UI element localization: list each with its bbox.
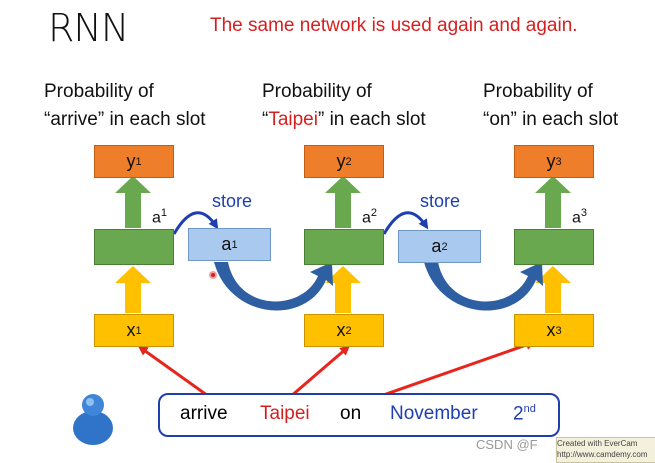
input-to-hidden-arrow-1 — [115, 266, 151, 313]
hidden-to-output-arrow-3 — [535, 176, 571, 228]
sentence-word-2nd: 2nd — [513, 403, 536, 425]
sentence-word-november: November — [390, 403, 478, 424]
prob-label-2-line1: Probability of — [262, 81, 372, 102]
prob-label-2: Probability of “Taipei” in each slot — [262, 78, 426, 134]
hidden-label-2: a2 — [362, 207, 378, 227]
prob-label-2-word: Taipei — [268, 109, 318, 130]
prob-label-1-line1: Probability of — [44, 81, 154, 102]
store-arrow-1 — [172, 211, 219, 235]
hidden-box-2 — [304, 229, 384, 265]
sentence-word-arrive: arrive — [180, 403, 228, 424]
hidden-label-3: a3 — [572, 207, 588, 227]
slide-subtitle: The same network is used again and again… — [210, 15, 578, 36]
prob-label-3: Probability of “on” in each slot — [483, 78, 618, 134]
sentence-word-taipei: Taipei — [260, 403, 310, 424]
prob-label-3-word: on — [489, 109, 511, 130]
store-arrow-2 — [382, 211, 429, 235]
hidden-to-output-arrow-2 — [325, 176, 361, 228]
prob-label-1: Probability of “arrive” in each slot — [44, 78, 206, 134]
evercam-stamp: Created with EverCam http://www.camdemy.… — [556, 437, 655, 463]
store-label-1: store — [212, 191, 253, 211]
memory-to-hidden-arrow-2 — [424, 262, 543, 311]
person-icon — [73, 394, 113, 445]
hidden-label-1: a1 — [152, 207, 168, 227]
input-to-hidden-arrow-2 — [325, 266, 361, 313]
input-to-hidden-arrow-3 — [535, 266, 571, 313]
memory-to-hidden-arrow-1 — [214, 262, 333, 311]
hidden-box-3 — [514, 229, 594, 265]
slide-title: RNN — [48, 6, 129, 50]
prob-label-1-word: arrive — [50, 109, 98, 130]
sentence-box — [158, 393, 560, 437]
hidden-box-1 — [94, 229, 174, 265]
sentence-word-on: on — [340, 403, 362, 424]
watermark: CSDN @F — [476, 437, 538, 452]
hidden-to-output-arrow-1 — [115, 176, 151, 228]
prob-label-3-line1: Probability of — [483, 81, 593, 102]
store-label-2: store — [420, 191, 461, 211]
